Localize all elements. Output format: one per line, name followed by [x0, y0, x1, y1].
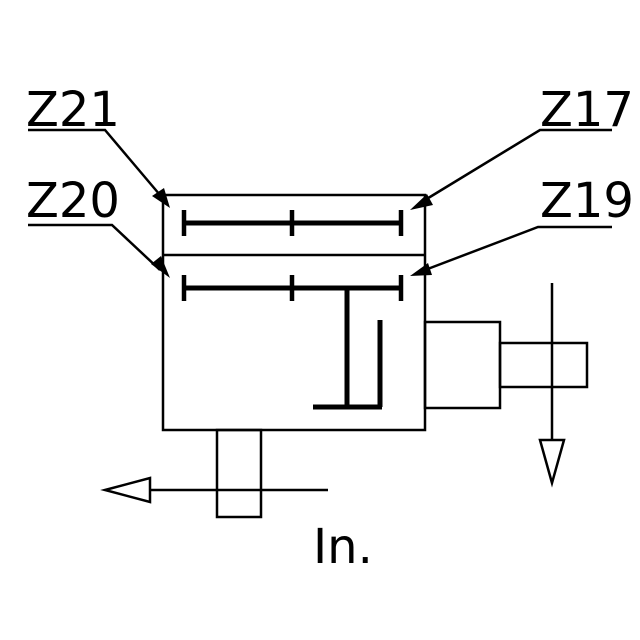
- upper-shaft-gears: [181, 210, 404, 236]
- bevel-gear-pair: [313, 288, 383, 410]
- leader-z20-head: [151, 256, 170, 278]
- label-z17: Z17: [540, 82, 634, 138]
- label-input: In.: [313, 519, 373, 575]
- gearbox-housing: [161, 193, 427, 432]
- output-arrow-head: [538, 438, 566, 488]
- leader-z19: [424, 225, 612, 272]
- label-z21: Z21: [26, 82, 120, 138]
- input-arrow-head: [100, 476, 152, 504]
- label-z19: Z19: [540, 173, 634, 229]
- input-shaft: [215, 428, 263, 519]
- leader-z17: [424, 128, 612, 202]
- output-shaft: [498, 341, 589, 389]
- leader-z21: [28, 128, 161, 196]
- lower-shaft-gears: [181, 275, 404, 301]
- output-shaft-hub: [423, 320, 502, 410]
- leader-z21-head: [152, 188, 170, 208]
- leader-z17-head: [410, 194, 433, 210]
- label-z20: Z20: [26, 173, 120, 229]
- leader-z20: [28, 223, 161, 271]
- leader-z19-head: [410, 263, 432, 276]
